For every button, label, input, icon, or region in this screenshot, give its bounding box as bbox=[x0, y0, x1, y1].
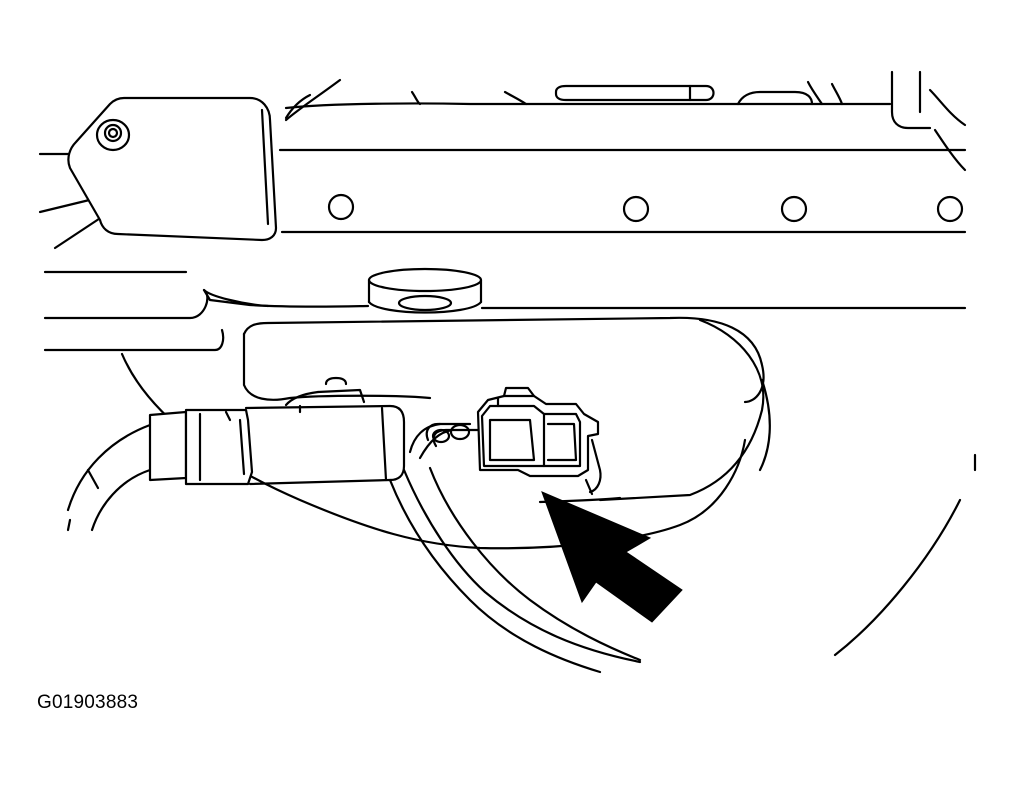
sensor-mount bbox=[284, 376, 366, 407]
target-connector bbox=[476, 386, 602, 496]
sensor-connector-left bbox=[148, 404, 406, 486]
rail-bolt-holes bbox=[327, 193, 964, 223]
arrow-icon bbox=[541, 491, 683, 623]
mounting-bracket bbox=[67, 96, 278, 242]
engine-body bbox=[120, 316, 977, 657]
lower-ledge bbox=[43, 270, 967, 352]
spacer-washer bbox=[367, 267, 483, 314]
top-rail-fitting bbox=[554, 84, 715, 102]
figure-id-label: G01903883 bbox=[37, 692, 139, 713]
pigtail-wires bbox=[425, 422, 480, 448]
upper-rail bbox=[38, 70, 967, 250]
left-harness-cable bbox=[66, 423, 152, 532]
